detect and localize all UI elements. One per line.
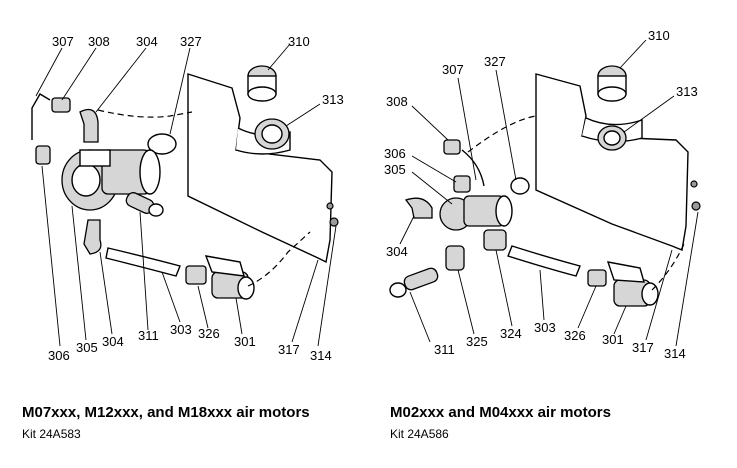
ball-valve-301-left [204,255,255,300]
callout-307-left: 307 [52,34,74,49]
elbow-304-upper-left [79,108,99,143]
regulator-305-right [439,195,513,231]
screw-314b-left [326,202,334,210]
callout-303-right: 303 [534,320,556,335]
tube-307-right [461,149,485,187]
callout-301-right: 301 [602,332,624,347]
callout-324-right: 324 [500,326,522,341]
tube-307-left [31,93,51,140]
callout-301-left: 301 [234,334,256,349]
elbow-304-right [404,197,433,219]
caption-kit-left: Kit 24A583 [22,427,81,441]
callout-326-left: 326 [198,326,220,341]
callout-327-left: 327 [180,34,202,49]
caption-kit-right: Kit 24A586 [390,427,449,441]
gauge-310-right [597,65,627,102]
valve-311-left [125,192,164,217]
callout-308-left: 308 [88,34,110,49]
caption-title-right: M02xxx and M04xxx air motors [390,404,611,421]
mounting-plate-right [535,73,689,251]
callout-317-left: 317 [278,342,300,357]
leaders-left [35,43,337,347]
caption-title-left: M07xxx, M12xxx, and M18xxx air motors [22,404,310,421]
clamp-327-left [147,133,177,155]
grommet-313-right [597,125,627,151]
regulator-305-left [61,149,161,211]
callout-308-right: 308 [386,94,408,109]
fitting-308-right [443,139,461,155]
callout-313-right: 313 [676,84,698,99]
fitting-308-left [51,97,71,113]
caption-left: M07xxx, M12xxx, and M18xxx air motors Ki… [22,404,310,441]
caption-right: M02xxx and M04xxx air motors Kit 24A586 [390,404,611,441]
gauge-310-left [247,65,277,102]
callout-305-right: 305 [384,162,406,177]
callout-305-left: 305 [76,340,98,355]
dash-route-upper-left [97,109,193,118]
callout-310-right: 310 [648,28,670,43]
callout-326-right: 326 [564,328,586,343]
callout-311-right: 311 [434,342,455,357]
grommet-313-left [254,118,290,150]
screw-314-left [329,217,339,227]
callout-306-right: 306 [384,146,406,161]
callout-311-left: 311 [138,328,159,343]
callout-304-lower-left: 304 [102,334,124,349]
screw-314-right [691,201,701,211]
hose-303-right [507,245,581,277]
fitting-324-right [483,229,507,251]
dash-route-lower-right [651,243,685,291]
callout-306-left: 306 [48,348,70,363]
callout-314-right: 314 [664,346,686,361]
diagram-right: 310 307 327 313 308 306 305 304 311 325 … [384,28,701,361]
callout-314-left: 314 [310,348,332,363]
fitting-325-right [445,245,465,271]
dash-route-upper-right [467,115,537,153]
callout-307-right: 307 [442,62,464,77]
fitting-306-left [35,145,51,165]
callout-317-right: 317 [632,340,654,355]
screw-314b-right [690,180,698,188]
callout-327-right: 327 [484,54,506,69]
callout-313-left: 313 [322,92,344,107]
callout-304-upper-left: 304 [136,34,158,49]
leaders-right [399,39,699,347]
fitting-306-right [453,175,471,193]
valve-311-right [389,267,439,298]
ball-valve-301-right [606,261,659,307]
dash-route-lower-left [247,231,311,287]
fitting-326-right [587,269,607,287]
diagram-left: 307 308 304 327 310 313 306 305 304 311 … [31,34,344,363]
elbow-304-lower-left [83,219,102,255]
clamp-327-right [510,177,530,195]
callout-304-right: 304 [386,244,408,259]
callout-325-right: 325 [466,334,488,349]
callout-310-left: 310 [288,34,310,49]
callout-303-left: 303 [170,322,192,337]
fitting-326-left [185,265,207,285]
mounting-plate-left [187,73,333,264]
